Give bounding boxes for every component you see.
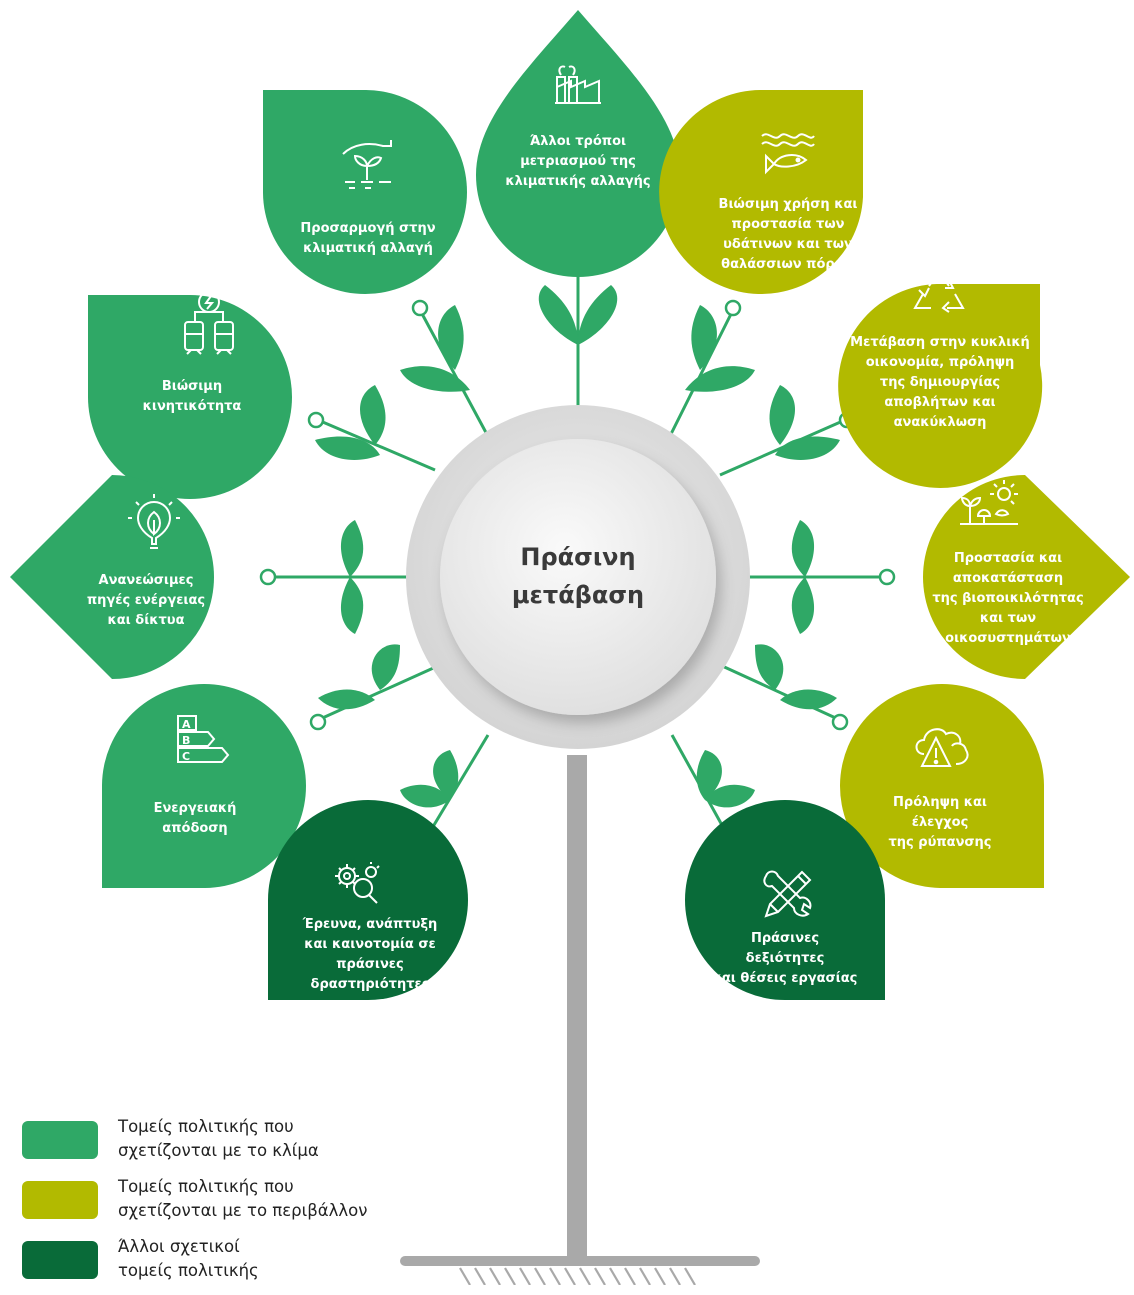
petal-biodiversity-label-line: της βιοποικιλότητας bbox=[932, 591, 1083, 606]
petal-top-label-line: Άλλοι τρόποι bbox=[530, 134, 626, 149]
energy-rating-icon: A B C bbox=[177, 715, 230, 763]
petal-skills-label-line: δεξιότητες bbox=[746, 951, 825, 966]
petal-water-label-line: προστασία των bbox=[732, 217, 845, 232]
petal-efficiency-label-line: απόδοση bbox=[162, 821, 227, 836]
petal-research-shape bbox=[268, 800, 468, 1000]
svg-text:B: B bbox=[182, 734, 190, 747]
legend-swatch-environment bbox=[22, 1181, 98, 1219]
hand-plant-icon bbox=[342, 140, 392, 189]
petal-renewables-label-line: πηγές ενέργειας bbox=[87, 593, 205, 608]
petal-biodiversity-shape bbox=[923, 475, 1130, 679]
factory-icon bbox=[555, 65, 601, 104]
petal-biodiversity-label-line: οικοσυστημάτων bbox=[945, 631, 1071, 646]
center-disc bbox=[440, 439, 716, 715]
center-title-line1: Πράσινη bbox=[520, 543, 635, 571]
petal-circular-shape bbox=[838, 284, 1043, 488]
petal-biodiversity-label-line: Προστασία και bbox=[954, 551, 1062, 566]
petal-circular-label-line: Μετάβαση στην κυκλική bbox=[850, 335, 1030, 350]
eco-bulb-icon bbox=[128, 494, 180, 549]
petal-top-shape bbox=[476, 10, 680, 277]
ground-bar bbox=[400, 1256, 760, 1266]
gears-magnifier-icon bbox=[335, 862, 380, 904]
petal-adaptation-label-line: Προσαρμογή στην bbox=[300, 221, 435, 236]
petal-water-label-line: υδάτινων και των bbox=[723, 237, 853, 252]
petal-mobility-label-line: Βιώσιμη bbox=[162, 379, 222, 394]
petal-efficiency-shape bbox=[102, 684, 306, 888]
petal-pollution-shape bbox=[840, 684, 1044, 888]
tree-trunk bbox=[567, 755, 587, 1260]
wrench-pencil-icon bbox=[763, 870, 812, 918]
petal-skills-label-line: Πράσινες bbox=[751, 931, 819, 946]
legend-swatch-other bbox=[22, 1241, 98, 1279]
petal-pollution-label-line: της ρύπανσης bbox=[888, 835, 991, 850]
petal-water-shape bbox=[659, 90, 863, 294]
legend-swatch-climate bbox=[22, 1121, 98, 1159]
petal-shapes bbox=[10, 10, 1130, 1000]
petal-pollution-label-line: έλεγχος bbox=[912, 815, 969, 830]
petal-renewables-label-line: και δίκτυα bbox=[108, 613, 185, 628]
petal-mobility-shape bbox=[88, 295, 292, 499]
fish-waves-icon bbox=[761, 133, 815, 175]
petal-water-label-line: θαλάσσιων πόρων bbox=[721, 257, 855, 272]
petal-efficiency-label-line: Ενεργειακή bbox=[154, 801, 237, 816]
petal-renewables-shape bbox=[10, 475, 214, 679]
petal-mobility-label-line: κινητικότητα bbox=[143, 399, 242, 414]
petal-pollution-label-line: Πρόληψη και bbox=[893, 795, 987, 810]
recycle-icon bbox=[913, 270, 965, 313]
petal-adaptation-label-line: κλιματική αλλαγή bbox=[303, 241, 433, 256]
petal-top-label-line: κλιματικής αλλαγής bbox=[505, 174, 650, 189]
svg-text:C: C bbox=[182, 750, 190, 763]
petal-top-label-line: μετριασμού της bbox=[520, 154, 636, 169]
petal-circular-label-line: της δημιουργίας bbox=[880, 375, 1000, 390]
svg-text:A: A bbox=[182, 718, 191, 731]
petal-biodiversity-label-line: αποκατάσταση bbox=[953, 571, 1063, 586]
petal-renewables-label-line: Ανανεώσιμες bbox=[99, 573, 194, 588]
center-title-line2: μετάβαση bbox=[512, 581, 644, 609]
petal-research-label-line: πράσινες bbox=[336, 957, 404, 972]
petal-research-label-line: και καινοτομία σε bbox=[304, 937, 435, 952]
petal-biodiversity-label-line: και των bbox=[980, 611, 1036, 626]
petal-skills-label-line: και θέσεις εργασίας bbox=[713, 971, 858, 986]
petal-water-label-line: Βιώσιμη χρήση και bbox=[719, 197, 858, 212]
petal-circular-label-line: οικονομία, πρόληψη bbox=[866, 355, 1015, 370]
petal-adaptation-shape bbox=[263, 90, 467, 294]
petal-research-label-line: δραστηριότητες bbox=[311, 977, 430, 992]
petal-circular-label-line: ανακύκλωση bbox=[894, 415, 987, 430]
petal-research-label-line: Έρευνα, ανάπτυξη bbox=[302, 917, 438, 932]
bus-train-icon bbox=[184, 291, 234, 355]
cloud-warning-icon bbox=[915, 728, 969, 767]
plants-sun-bird-icon bbox=[960, 480, 1018, 525]
leaves bbox=[315, 285, 840, 808]
ground-hatch bbox=[459, 1267, 696, 1285]
petal-circular-label-line: αποβλήτων και bbox=[884, 395, 995, 410]
